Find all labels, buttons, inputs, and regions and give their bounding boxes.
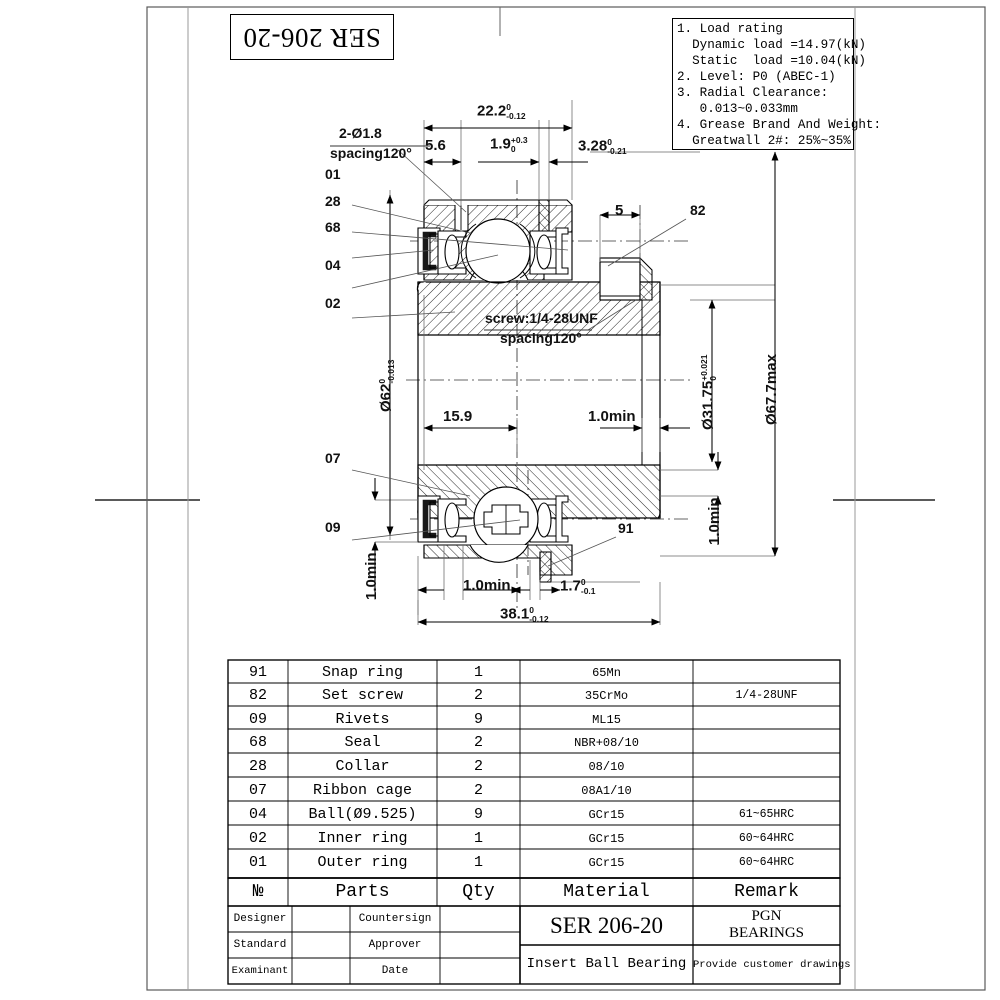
screw-callout-line1: screw:1/4-28UNF bbox=[485, 310, 598, 326]
screw-callout-line2: spacing120° bbox=[500, 330, 582, 346]
leader-id-91: 91 bbox=[618, 520, 634, 536]
note-line-3: Static load =10.04(kN) bbox=[677, 54, 866, 68]
dimension-dia-67-7-max: Ø67.7max bbox=[763, 354, 780, 425]
product-name: Insert Ball Bearing bbox=[526, 956, 687, 972]
table-cell-no: 91 bbox=[248, 664, 267, 681]
table-cell-no: 02 bbox=[248, 830, 267, 847]
standard-label: Standard bbox=[233, 939, 287, 951]
footer-note: Provide customer drawings bbox=[693, 959, 851, 971]
leader-id-09: 09 bbox=[325, 519, 341, 535]
dimension-1-0min-bottom: 1.0min bbox=[463, 577, 511, 594]
note-line-8: Greatwall 2#: 25%~35% bbox=[677, 134, 851, 148]
table-header-1: Parts bbox=[335, 882, 390, 902]
table-cell-parts: Seal bbox=[344, 734, 381, 751]
table-cell-parts: Outer ring bbox=[317, 854, 408, 871]
company-name-line1: PGN bbox=[751, 908, 782, 924]
table-cell-qty: 2 bbox=[473, 734, 483, 751]
designer-label: Designer bbox=[233, 913, 287, 925]
leader-id-28: 28 bbox=[325, 193, 341, 209]
table-cell-remark: 60~64HRC bbox=[738, 856, 795, 869]
hole-callout-line1: 2-Ø1.8 bbox=[339, 125, 382, 141]
table-cell-parts: Collar bbox=[335, 758, 390, 775]
part-number: SER 206-20 bbox=[549, 913, 664, 938]
leader-id-07: 07 bbox=[325, 450, 341, 466]
leader-id-01: 01 bbox=[325, 166, 341, 182]
note-line-4: 2. Level: P0 (ABEC-1) bbox=[677, 70, 836, 84]
leader-id-04: 04 bbox=[325, 257, 341, 273]
table-cell-no: 07 bbox=[248, 782, 267, 799]
note-line-1: 1. Load rating bbox=[677, 22, 783, 36]
leader-id-68: 68 bbox=[325, 219, 341, 235]
note-line-6: 0.013~0.033mm bbox=[677, 102, 798, 116]
table-cell-material: GCr15 bbox=[588, 856, 625, 870]
dimension-1-0min-right: 1.0min bbox=[706, 497, 723, 545]
table-cell-parts: Inner ring bbox=[317, 830, 408, 847]
table-cell-material: 08/10 bbox=[588, 760, 625, 774]
table-cell-parts: Snap ring bbox=[321, 664, 403, 681]
table-cell-remark: 61~65HRC bbox=[738, 808, 795, 821]
dimension-15-9: 15.9 bbox=[443, 408, 473, 425]
table-cell-qty: 9 bbox=[473, 711, 483, 728]
table-cell-material: 65Mn bbox=[592, 666, 621, 680]
table-cell-no: 09 bbox=[248, 711, 267, 728]
dimension-1-0min-upper-right: 1.0min bbox=[588, 408, 636, 425]
table-cell-no: 04 bbox=[248, 806, 267, 823]
note-line-7: 4. Grease Brand And Weight: bbox=[677, 118, 882, 132]
hole-callout-line2: spacing120° bbox=[330, 145, 412, 161]
drawing-title-box: SER 206-20 bbox=[230, 14, 394, 60]
table-cell-qty: 2 bbox=[473, 687, 483, 704]
table-cell-parts: Ball(Ø9.525) bbox=[308, 806, 417, 823]
dimension-5-6: 5.6 bbox=[425, 137, 446, 154]
table-cell-qty: 2 bbox=[473, 758, 483, 775]
approver-label: Approver bbox=[368, 939, 422, 951]
countersign-label: Countersign bbox=[358, 913, 432, 925]
table-header-3: Material bbox=[563, 882, 650, 902]
table-cell-qty: 1 bbox=[473, 854, 483, 871]
table-cell-remark: 60~64HRC bbox=[738, 832, 795, 845]
table-cell-material: ML15 bbox=[592, 713, 621, 727]
table-cell-qty: 1 bbox=[473, 830, 483, 847]
examinant-label: Examinant bbox=[231, 965, 289, 977]
table-cell-qty: 1 bbox=[473, 664, 483, 681]
table-cell-no: 82 bbox=[248, 687, 267, 704]
table-cell-material: NBR+08/10 bbox=[574, 736, 639, 750]
table-cell-parts: Set screw bbox=[321, 687, 403, 704]
notes-box: 1. Load rating Dynamic load =14.97(kN) S… bbox=[672, 18, 881, 150]
table-cell-remark: 1/4-28UNF bbox=[735, 689, 798, 702]
table-cell-no: 01 bbox=[248, 854, 267, 871]
table-cell-no: 68 bbox=[248, 734, 267, 751]
table-header-4: Remark bbox=[734, 882, 799, 902]
table-cell-no: 28 bbox=[248, 758, 267, 775]
table-cell-material: 08A1/10 bbox=[581, 784, 632, 798]
table-header-0: № bbox=[252, 882, 264, 902]
table-cell-parts: Rivets bbox=[335, 711, 390, 728]
company-name-line2: BEARINGS bbox=[728, 925, 804, 941]
table-cell-qty: 2 bbox=[473, 782, 483, 799]
table-cell-parts: Ribbon cage bbox=[312, 782, 413, 799]
table-cell-material: GCr15 bbox=[588, 808, 625, 822]
note-line-5: 3. Radial Clearance: bbox=[677, 86, 829, 100]
note-line-2: Dynamic load =14.97(kN) bbox=[677, 38, 866, 52]
dimension-1-0min-left: 1.0min bbox=[363, 552, 380, 600]
table-cell-qty: 9 bbox=[473, 806, 483, 823]
table-header-2: Qty bbox=[462, 882, 495, 902]
leader-id-02: 02 bbox=[325, 295, 341, 311]
table-cell-material: GCr15 bbox=[588, 832, 625, 846]
drawing-title-rotated: SER 206-20 bbox=[243, 22, 381, 53]
dimension-5: 5 bbox=[615, 202, 624, 219]
table-cell-material: 35CrMo bbox=[584, 689, 629, 703]
leader-id-82: 82 bbox=[690, 202, 706, 218]
date-label: Date bbox=[381, 965, 409, 977]
